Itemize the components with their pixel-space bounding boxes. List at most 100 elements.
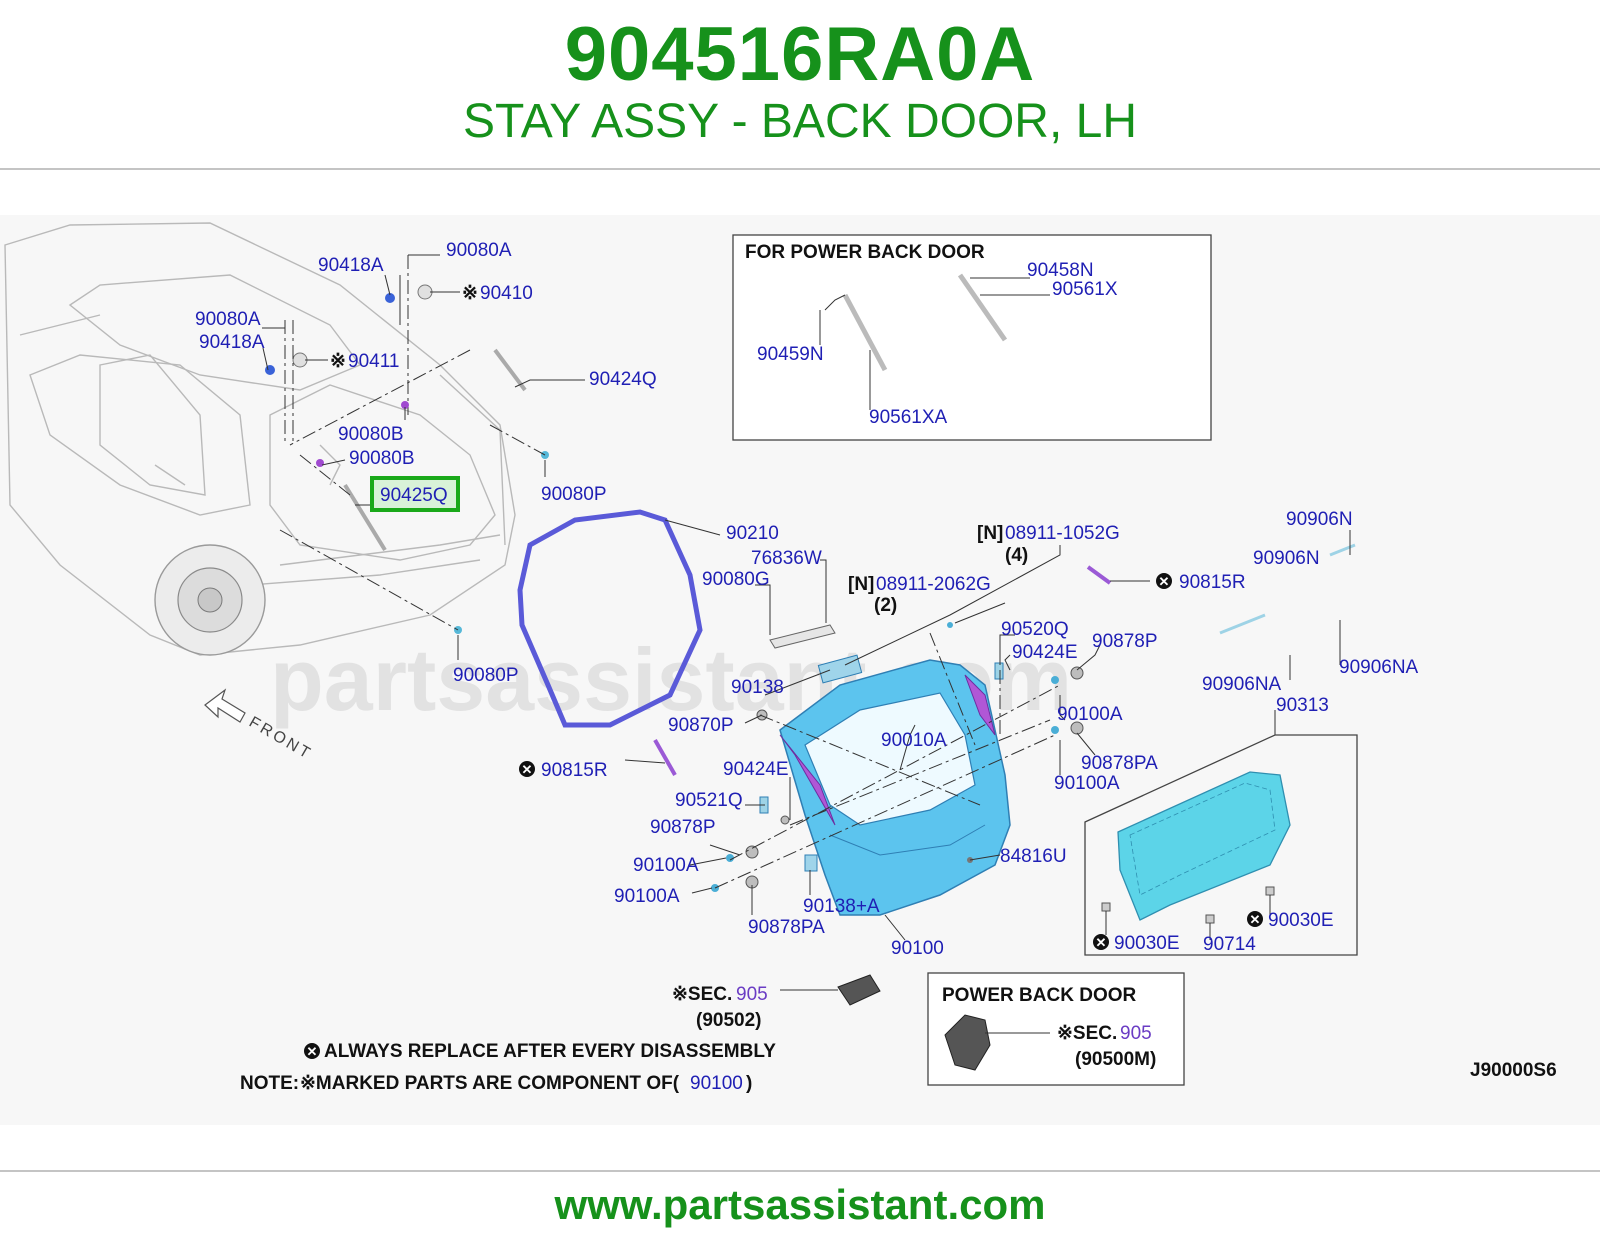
back-door-struts [279,348,549,634]
replace-icon [519,761,535,777]
label-90878PA: 90878PA [1081,753,1158,774]
part-labels: 90418A 90080A ※ 90410 90080A 90418A ※ 90… [195,240,1419,959]
label-90080B: 90080B [338,424,404,445]
power-box-title: POWER BACK DOOR [942,985,1137,1006]
glass-detail-box [1084,734,1358,956]
sec-num: 905 [736,984,768,1005]
qty-08911-1052G: (4) [1005,545,1028,566]
weatherstrip-90210 [517,509,703,728]
note-marked: ※MARKED PARTS ARE COMPONENT OF( [300,1073,680,1094]
svg-text:✕: ✕ [307,1044,318,1059]
label-90815R-2: 90815R [541,760,608,781]
note-prefix: NOTE: [240,1073,299,1094]
note-marked-part: 90100 [690,1073,743,1094]
label-90906N-2: 90906N [1253,548,1320,569]
label-84816U: 84816U [1000,846,1067,867]
label-90138: 90138 [731,677,784,698]
reference-code: J90000S6 [1470,1060,1557,1081]
vehicle-illustration [4,222,516,656]
label-08911-1052G: 08911-1052G [1005,523,1120,544]
part-number: 904516RA0A [564,12,1036,97]
qty-08911-2062G: (2) [874,595,897,616]
power-back-door-detail-box: FOR POWER BACK DOOR 90458N 90561X 90459N… [732,234,1212,441]
back-door-panel [779,654,1011,916]
sec-sub: (90502) [696,1010,762,1031]
label-90458N: 90458N [1027,260,1094,281]
label-90080A: 90080A [446,240,512,261]
label-90080P-2: 90080P [453,665,519,686]
label-90080P: 90080P [541,484,607,505]
svg-text:✕: ✕ [1250,912,1261,927]
replace-icon [1247,911,1263,927]
label-90080A-2: 90080A [195,309,261,330]
assembly-lines [289,349,1061,889]
label-90521Q: 90521Q [675,790,743,811]
label-90411: 90411 [348,351,399,372]
label-90100A: 90100A [1057,704,1123,725]
ref-mark-90411: ※ [330,351,346,372]
power-box-sec-num: 905 [1120,1023,1152,1044]
power-box-sec-prefix: ※SEC. [1057,1023,1117,1044]
note-replace: ALWAYS REPLACE AFTER EVERY DISASSEMBLY [324,1041,776,1062]
power-door-box-title: FOR POWER BACK DOOR [745,242,985,263]
label-90100A-4: 90100A [614,886,680,907]
label-90878P-2: 90878P [650,817,716,838]
label-90030E-2: 90030E [1114,933,1180,954]
diagram-notes: ✕ ALWAYS REPLACE AFTER EVERY DISASSEMBLY… [240,1041,776,1094]
label-90010A: 90010A [881,730,947,751]
svg-text:✕: ✕ [1159,574,1170,589]
label-90418A-2: 90418A [199,332,265,353]
label-90906NA-2: 90906NA [1339,657,1419,678]
label-90520Q: 90520Q [1001,619,1069,640]
label-90100A-3: 90100A [633,855,699,876]
label-90080B-2: 90080B [349,448,415,469]
label-90030E: 90030E [1268,910,1334,931]
parts-diagram: partsassistant.com [0,215,1600,1125]
note-marked-end: ) [746,1073,752,1094]
sec-prefix: ※SEC. [672,984,732,1005]
label-90424Q: 90424Q [589,369,657,390]
label-90210: 90210 [726,523,779,544]
power-box-sec-sub: (90500M) [1075,1049,1156,1070]
label-90878P: 90878P [1092,631,1158,652]
replace-icon [1156,573,1172,589]
label-90080G: 90080G [702,569,770,590]
label-90425Q: 90425Q [380,485,448,506]
label-90561XA: 90561XA [869,407,948,428]
label-76836W: 76836W [751,548,822,569]
label-90870P: 90870P [668,715,734,736]
label-90906NA: 90906NA [1202,674,1282,695]
label-90424E-2: 90424E [723,759,789,780]
label-90100A-2: 90100A [1054,773,1120,794]
sec-905-latch [780,974,881,1006]
footer-divider [0,1170,1600,1172]
label-90714: 90714 [1203,934,1256,955]
label-90906N: 90906N [1286,509,1353,530]
label-90313: 90313 [1276,695,1329,716]
power-back-door-box: POWER BACK DOOR ※SEC. 905 (90500M) [927,972,1185,1086]
label-90561X: 90561X [1052,279,1118,300]
n-mark-1: [N] [977,523,1003,544]
label-90815R: 90815R [1179,572,1246,593]
label-90138A: 90138+A [803,896,880,917]
footer-url[interactable]: www.partsassistant.com [554,1181,1046,1228]
label-90418A: 90418A [318,255,384,276]
label-90424E: 90424E [1012,642,1078,663]
svg-text:✕: ✕ [1096,935,1107,950]
header-divider [0,168,1600,170]
label-90100: 90100 [891,938,944,959]
left-leaders [262,254,585,660]
label-90459N: 90459N [757,344,824,365]
right-leaders [624,545,1276,941]
replace-icon [304,1043,320,1059]
n-mark-2: [N] [848,574,874,595]
label-08911-2062G: 08911-2062G [876,574,991,595]
roof-fittings [265,255,433,467]
sec-905-callout: ※SEC. 905 (90502) [672,984,768,1031]
part-title: STAY ASSY - BACK DOOR, LH [463,95,1137,148]
replace-icon [1093,934,1109,950]
svg-text:✕: ✕ [522,762,533,777]
label-90878PA-2: 90878PA [748,917,825,938]
ref-mark-90410: ※ [462,283,478,304]
highlight-box [370,476,460,512]
